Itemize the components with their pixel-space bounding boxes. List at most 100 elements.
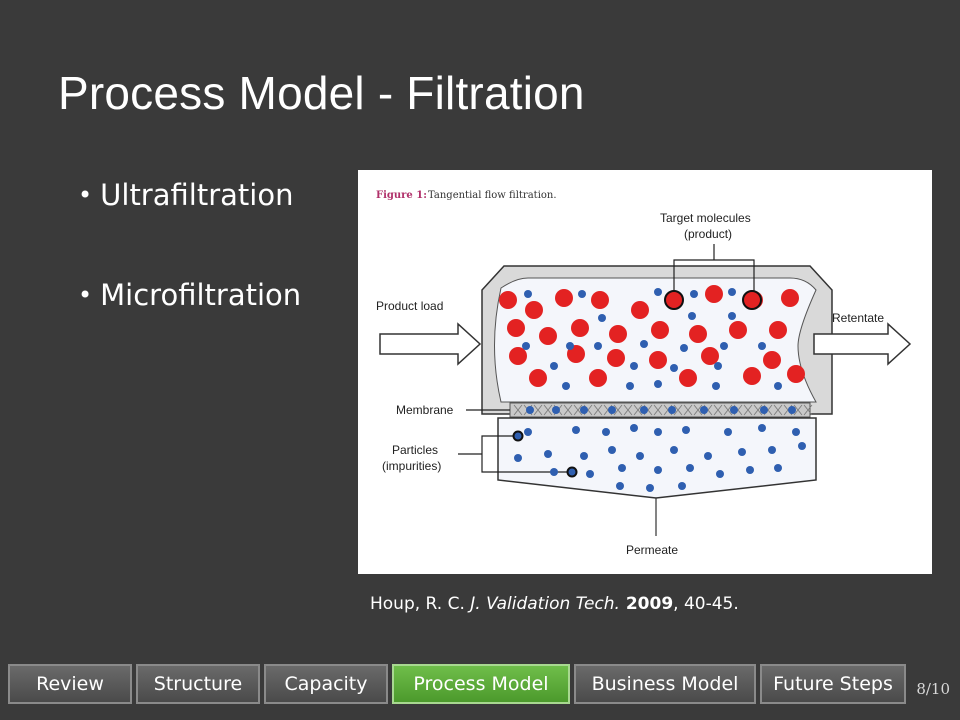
target-molecules-label: Target molecules	[660, 211, 751, 225]
impurity-dot	[550, 362, 558, 370]
impurity-dot	[728, 312, 736, 320]
membrane-mark	[623, 404, 633, 416]
impurity-dot	[654, 380, 662, 388]
nav-process-model[interactable]: Process Model	[392, 664, 570, 704]
product-molecule-dot	[555, 289, 573, 307]
product-molecule-dot	[787, 365, 805, 383]
membrane-mark	[803, 404, 813, 416]
impurity-dot	[580, 406, 588, 414]
product-molecule-dot	[525, 301, 543, 319]
impurity-dot	[578, 290, 586, 298]
impurity-dot	[670, 364, 678, 372]
impurity-dot	[646, 484, 654, 492]
impurity-dot	[680, 344, 688, 352]
membrane-mark	[653, 404, 663, 416]
product-molecule-dot	[701, 347, 719, 365]
impurity-dot	[714, 362, 722, 370]
impurity-dot	[654, 466, 662, 474]
impurity-dot	[526, 406, 534, 414]
impurity-dot	[678, 482, 686, 490]
bullet-text: Microfiltration	[100, 278, 302, 312]
impurity-dot	[514, 454, 522, 462]
impurity-dot	[602, 428, 610, 436]
impurity-dot	[788, 406, 796, 414]
impurity-dot	[580, 452, 588, 460]
impurity-dot	[586, 470, 594, 478]
page-indicator: 8/10	[916, 680, 950, 698]
section-nav: Review Structure Capacity Process Model …	[0, 662, 960, 710]
membrane-mark	[533, 404, 543, 416]
membrane-mark	[633, 404, 643, 416]
impurity-dot	[640, 406, 648, 414]
impurity-dot	[544, 450, 552, 458]
impurity-dot	[550, 468, 558, 476]
impurity-dot	[524, 428, 532, 436]
product-molecule-dot	[509, 347, 527, 365]
impurity-dot	[668, 406, 676, 414]
membrane-mark	[773, 404, 783, 416]
impurity-dot	[746, 466, 754, 474]
bullet-dot-icon: •	[78, 181, 93, 209]
product-molecule-dot	[589, 369, 607, 387]
impurity-dot	[522, 342, 530, 350]
impurity-dot	[738, 448, 746, 456]
impurity-dot	[720, 342, 728, 350]
impurity-dot	[690, 290, 698, 298]
impurity-dot	[700, 406, 708, 414]
filtration-figure: Figure 1: Tangential flow filtration. Pr…	[358, 170, 932, 574]
citation-year: 2009	[619, 594, 674, 614]
nav-structure[interactable]: Structure	[136, 664, 260, 704]
impurity-dot	[798, 442, 806, 450]
membrane-mark	[753, 404, 763, 416]
product-molecule-dot	[781, 289, 799, 307]
impurity-dot	[686, 464, 694, 472]
slide-title: Process Model - Filtration	[58, 67, 585, 119]
figure-caption-label: Figure 1:	[376, 190, 427, 201]
membrane-mark	[673, 404, 683, 416]
impurity-dot	[724, 428, 732, 436]
product-molecule-dot	[631, 301, 649, 319]
particle-dots	[499, 285, 806, 492]
membrane-mark	[713, 404, 723, 416]
impurities-label: (impurities)	[382, 459, 441, 473]
product-molecule-dot	[609, 325, 627, 343]
product-molecule-dot	[649, 351, 667, 369]
impurity-dot	[716, 470, 724, 478]
retentate-chamber	[494, 277, 817, 403]
membrane-mark	[683, 404, 693, 416]
bullet-item: •Microfiltration	[78, 278, 301, 312]
impurity-dot	[524, 290, 532, 298]
impurity-dot	[774, 382, 782, 390]
product-molecule-dot	[743, 367, 761, 385]
retentate-arrow	[813, 322, 912, 366]
bullet-item: •Ultrafiltration	[78, 178, 301, 212]
permeate-label: Permeate	[626, 543, 678, 557]
impurity-dot	[626, 382, 634, 390]
particles-label: Particles	[392, 443, 438, 457]
nav-review[interactable]: Review	[8, 664, 132, 704]
retentate-label: Retentate	[832, 311, 884, 325]
membrane-mark	[723, 404, 733, 416]
product-molecule-dot	[499, 291, 517, 309]
nav-capacity[interactable]: Capacity	[264, 664, 388, 704]
tangential-flow-diagram: Figure 1: Tangential flow filtration. Pr…	[376, 190, 912, 557]
impurity-dot	[616, 482, 624, 490]
membrane-mark	[693, 404, 703, 416]
impurity-dot	[774, 464, 782, 472]
product-molecule-dot	[705, 285, 723, 303]
product-load-label: Product load	[376, 299, 443, 313]
citation-pages: , 40-45.	[673, 594, 739, 614]
membrane-mark	[513, 404, 523, 416]
impurity-dot	[758, 342, 766, 350]
nav-future-steps[interactable]: Future Steps	[760, 664, 906, 704]
impurity-dot	[792, 428, 800, 436]
impurity-dot	[598, 314, 606, 322]
product-molecule-dot	[529, 369, 547, 387]
membrane-mark	[543, 404, 553, 416]
membrane-mark	[563, 404, 573, 416]
nav-business-model[interactable]: Business Model	[574, 664, 756, 704]
impurity-dot	[688, 312, 696, 320]
impurity-dot	[630, 424, 638, 432]
impurity-dot	[608, 406, 616, 414]
product-molecule-dot	[507, 319, 525, 337]
